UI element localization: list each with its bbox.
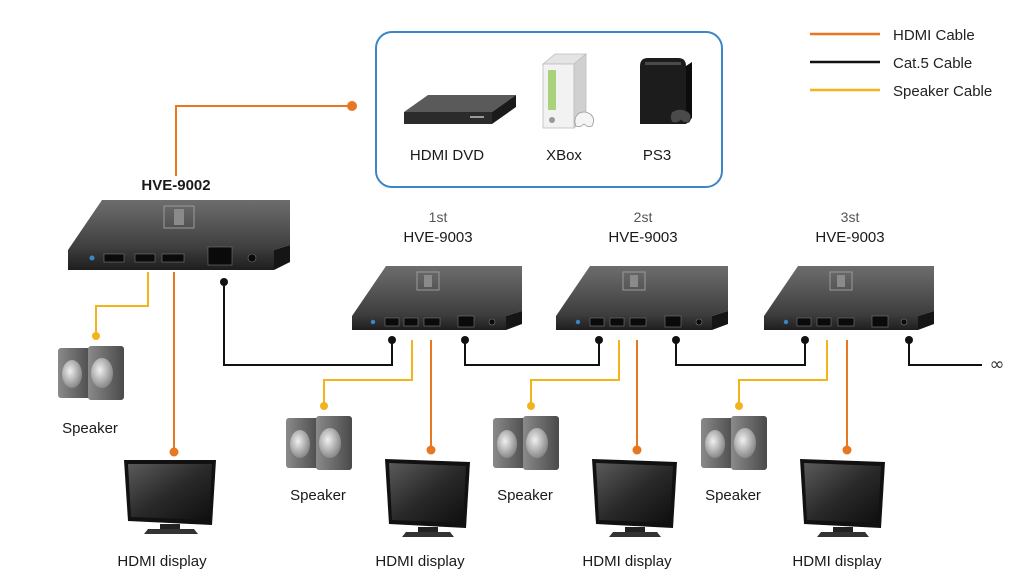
receiver-1-model: HVE-9003 xyxy=(403,229,472,246)
receiver-3-ordinal: 3st xyxy=(841,209,860,225)
cat5-cable-tx-rx1 xyxy=(223,282,393,366)
speaker-rx1: Speaker xyxy=(286,416,352,504)
legend-hdmi: HDMI Cable xyxy=(810,27,975,44)
legend-cat5-label: Cat.5 Cable xyxy=(893,55,972,72)
hdmi-connector-rx2-display xyxy=(632,445,642,455)
monitor-icon xyxy=(385,459,470,537)
display-label-rx2: HDMI display xyxy=(582,553,672,570)
speaker-cable-rx3 xyxy=(738,340,828,406)
legend-speaker-label: Speaker Cable xyxy=(893,83,992,100)
display-rx2: HDMI display xyxy=(582,459,677,570)
speaker-rx2: Speaker xyxy=(493,416,559,504)
speaker-cable-tx xyxy=(95,272,149,336)
cat5-cable-rx1-rx2 xyxy=(464,340,600,366)
display-tx: HDMI display xyxy=(117,460,216,570)
monitor-icon xyxy=(800,459,885,537)
speaker-connector-rx1 xyxy=(320,402,328,410)
receiver-3-model: HVE-9003 xyxy=(815,229,884,246)
cat5-connector-rx1-out xyxy=(461,336,469,344)
speaker-icon xyxy=(58,346,124,400)
monitor-icon xyxy=(592,459,677,537)
speaker-tx: Speaker xyxy=(58,346,124,437)
hdmi-connector-rx1-display xyxy=(426,445,436,455)
display-rx1: HDMI display xyxy=(375,459,470,570)
source-label-dvd: HDMI DVD xyxy=(410,147,484,164)
speaker-icon xyxy=(701,416,767,470)
speaker-rx3: Speaker xyxy=(701,416,767,504)
xbox-console-icon xyxy=(541,53,594,129)
display-label-rx1: HDMI display xyxy=(375,553,465,570)
display-rx3: HDMI display xyxy=(792,459,885,570)
dvd-player-icon xyxy=(404,95,516,124)
speaker-label-rx2: Speaker xyxy=(497,487,553,504)
monitor-icon xyxy=(124,460,216,534)
cat5-connector-rx1-in xyxy=(388,336,396,344)
legend: HDMI Cable Cat.5 Cable Speaker Cable xyxy=(810,27,992,100)
speaker-label-tx: Speaker xyxy=(62,420,118,437)
speaker-label-rx3: Speaker xyxy=(705,487,761,504)
receiver-2: 2st HVE-9003 xyxy=(556,209,728,330)
receiver-1: 1st HVE-9003 xyxy=(352,209,522,330)
speaker-label-rx1: Speaker xyxy=(290,487,346,504)
transmitter-device: HVE-9002 xyxy=(68,177,290,270)
speaker-icon xyxy=(286,416,352,470)
receiver-2-model: HVE-9003 xyxy=(608,229,677,246)
speaker-icon xyxy=(493,416,559,470)
cat5-cable-rx2-rx3 xyxy=(675,340,806,366)
cat5-connector-rx3-in xyxy=(801,336,809,344)
speaker-cable-rx2 xyxy=(530,340,620,406)
cat5-connector-rx2-in xyxy=(595,336,603,344)
cat5-connector-rx3-out xyxy=(905,336,913,344)
legend-speaker: Speaker Cable xyxy=(810,83,992,100)
legend-hdmi-label: HDMI Cable xyxy=(893,27,975,44)
legend-cat5: Cat.5 Cable xyxy=(810,55,972,72)
chain-continues-symbol: ∞ xyxy=(990,354,1005,375)
hdmi-cable-source xyxy=(175,105,352,176)
display-label-tx: HDMI display xyxy=(117,553,207,570)
hdmi-connector-rx3-display xyxy=(842,445,852,455)
receiver-1-ordinal: 1st xyxy=(429,209,448,225)
speaker-connector-rx3 xyxy=(735,402,743,410)
cat5-connector-tx xyxy=(220,278,228,286)
receiver-3: 3st HVE-9003 xyxy=(764,209,934,330)
source-label-ps3: PS3 xyxy=(643,147,671,164)
speaker-connector-tx xyxy=(92,332,100,340)
cat5-connector-rx2-out xyxy=(672,336,680,344)
speaker-connector-rx2 xyxy=(527,402,535,410)
receiver-2-ordinal: 2st xyxy=(634,209,653,225)
sources-box: HDMI DVD XBox PS3 xyxy=(375,31,723,188)
display-label-rx3: HDMI display xyxy=(792,553,882,570)
transmitter-model-label: HVE-9002 xyxy=(141,177,210,194)
speaker-cable-rx1 xyxy=(323,340,413,406)
cat5-cable-rx3-out xyxy=(908,340,982,366)
hdmi-connector-source xyxy=(347,101,357,111)
source-label-xbox: XBox xyxy=(546,147,582,164)
ps3-console-icon xyxy=(640,58,692,124)
level-one-logo xyxy=(163,205,195,229)
hdmi-connector-tx-display xyxy=(169,447,179,457)
